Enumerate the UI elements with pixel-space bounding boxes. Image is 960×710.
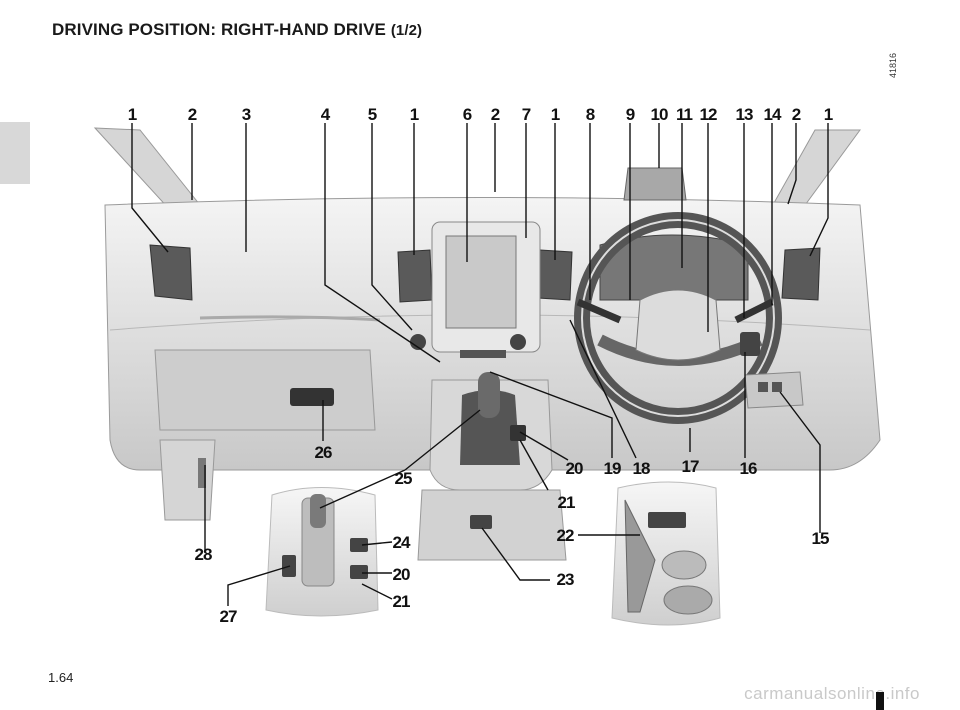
callout-labels: 1 2 3 4 5 1 6 2 7 1 8 9 10 11 12 13 14 2… <box>128 105 834 626</box>
leader-5 <box>371 123 413 331</box>
leader-1a <box>131 123 169 253</box>
callout-23: 23 <box>557 570 574 589</box>
door-trim <box>159 371 804 521</box>
callout-11: 11 <box>676 105 693 124</box>
callout-22: 22 <box>557 526 574 545</box>
callout-25: 25 <box>395 469 412 488</box>
callout-2: 2 <box>491 105 500 124</box>
callout-8: 8 <box>586 105 595 124</box>
callout-17: 17 <box>682 457 699 476</box>
leader-20a <box>519 431 569 461</box>
callout-6: 6 <box>463 105 472 124</box>
leader-25 <box>404 409 481 471</box>
steering-wheel <box>574 212 782 424</box>
callout-10: 10 <box>651 105 668 124</box>
callout-leader-lines <box>131 123 829 606</box>
callout-19: 19 <box>604 459 621 478</box>
callout-28: 28 <box>195 545 212 564</box>
leader-27 <box>227 565 291 606</box>
callout-12: 12 <box>700 105 717 124</box>
air-vent-center-left <box>397 249 433 303</box>
air-vent-right <box>781 247 821 301</box>
callout-20: 20 <box>393 565 410 584</box>
leader-24 <box>361 541 393 546</box>
callout-15: 15 <box>812 529 829 548</box>
callout-1: 1 <box>410 105 419 124</box>
callout-21: 21 <box>558 493 575 512</box>
callout-18: 18 <box>633 459 650 478</box>
footer-watermark: carmanualsonline.info <box>744 684 920 703</box>
page-title: DRIVING POSITION: RIGHT-HAND DRIVE (1/2) <box>52 20 422 40</box>
leader-4 <box>324 123 441 363</box>
callout-5: 5 <box>368 105 377 124</box>
page-title-text: DRIVING POSITION: RIGHT-HAND DRIVE <box>52 20 386 39</box>
air-vents <box>149 244 821 303</box>
callout-2: 2 <box>188 105 197 124</box>
page-number: 1.64 <box>48 670 74 685</box>
leader-18 <box>569 319 637 459</box>
callout-3: 3 <box>242 105 251 124</box>
callout-14: 14 <box>764 105 782 124</box>
leader-21a <box>519 439 549 491</box>
callout-20: 20 <box>566 459 583 478</box>
callout-1: 1 <box>824 105 833 124</box>
leader-15 <box>779 391 821 533</box>
leader-25-inset <box>319 469 406 509</box>
section-tab-marker <box>0 122 30 184</box>
callout-21: 21 <box>393 592 410 611</box>
callout-9: 9 <box>626 105 635 124</box>
head-up-display <box>623 167 687 201</box>
corner-marker <box>876 692 884 710</box>
callout-26: 26 <box>315 443 332 462</box>
callout-24: 24 <box>393 533 411 552</box>
callout-13: 13 <box>736 105 753 124</box>
page-title-suffix: (1/2) <box>390 22 423 39</box>
leader-21b <box>361 583 393 600</box>
callout-1: 1 <box>128 105 137 124</box>
callout-7: 7 <box>522 105 531 124</box>
center-console <box>417 372 567 561</box>
callout-2: 2 <box>792 105 801 124</box>
leader-23 <box>481 527 550 581</box>
callout-27: 27 <box>220 607 237 626</box>
callout-4: 4 <box>321 105 331 124</box>
inset-cup-holder <box>611 481 721 626</box>
leader-1d <box>809 123 829 257</box>
inset-automatic-gearbox <box>265 487 379 617</box>
callout-16: 16 <box>740 459 757 478</box>
leader-2c <box>787 123 797 205</box>
air-vent-left <box>149 244 193 301</box>
leader-19 <box>489 371 613 458</box>
multimedia-screen <box>410 221 541 358</box>
callout-1: 1 <box>551 105 560 124</box>
